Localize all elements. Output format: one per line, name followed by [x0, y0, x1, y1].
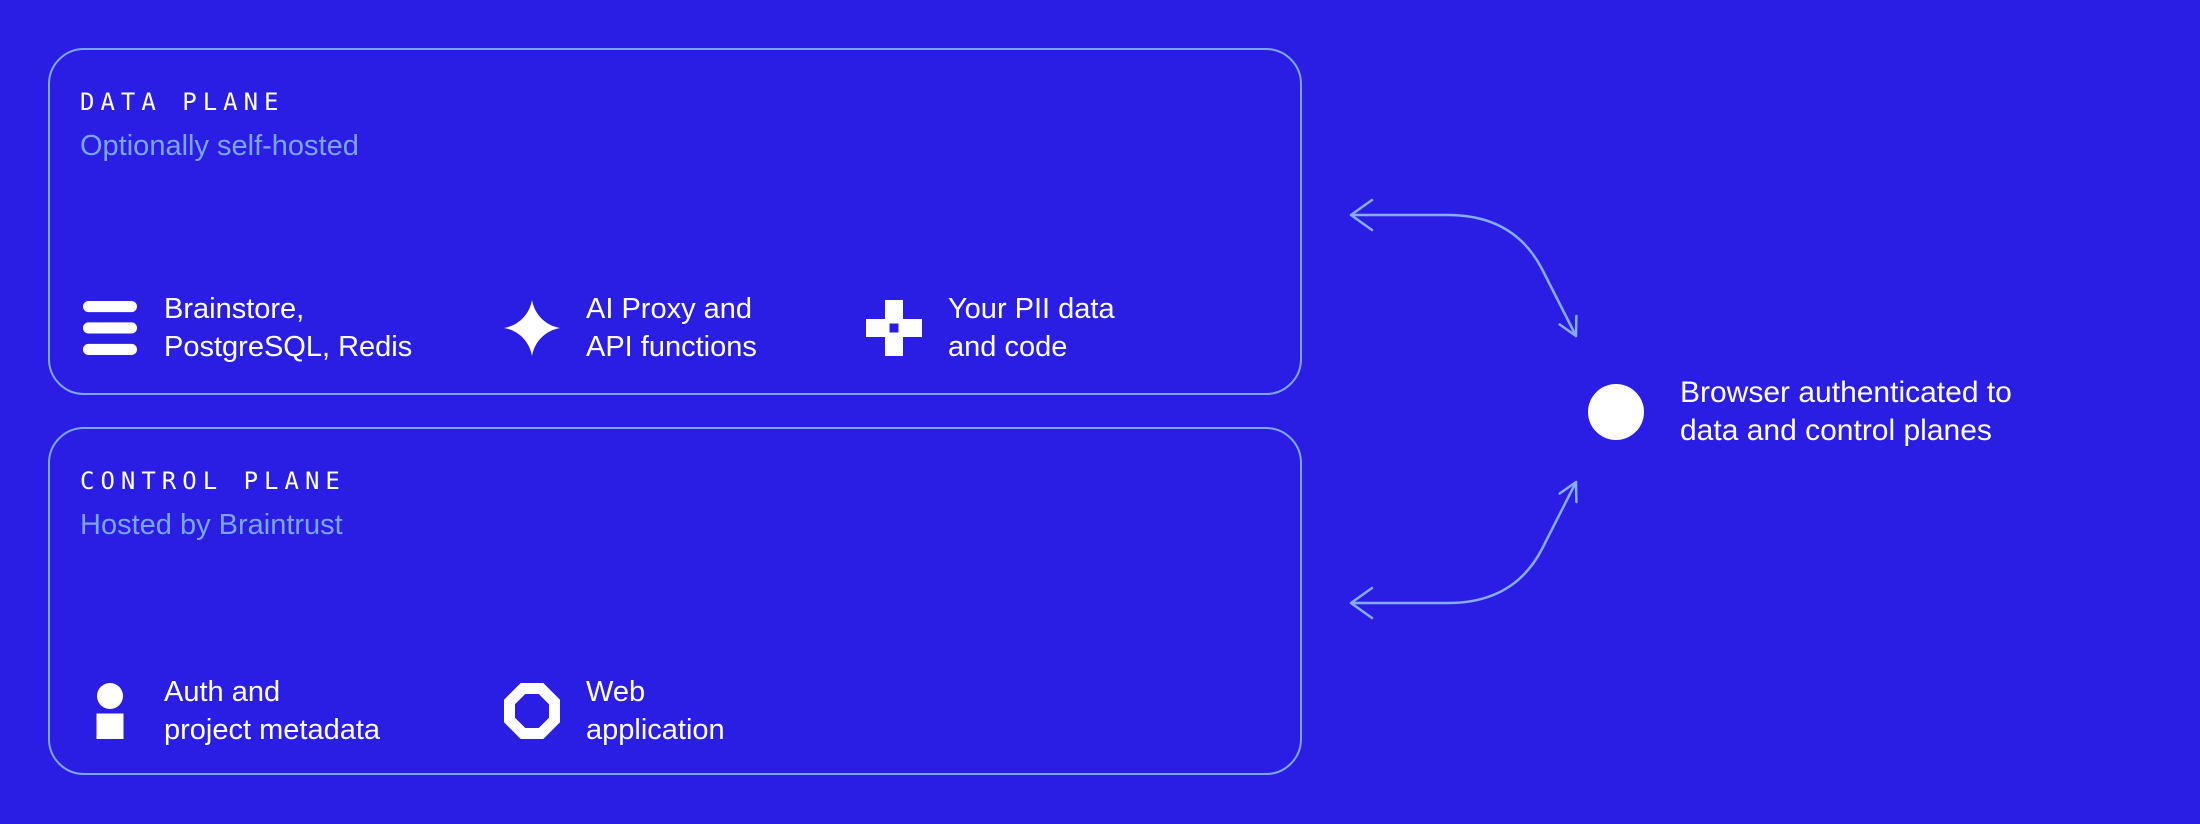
item-web-application: Web application [504, 673, 725, 749]
user-icon [82, 683, 138, 739]
control-plane-box: CONTROL PLANE Hosted by Braintrust Auth … [48, 427, 1302, 775]
arrow-data-plane [1349, 198, 1578, 338]
item-label-line2: PostgreSQL, Redis [164, 331, 413, 363]
item-label-line2: application [586, 714, 725, 746]
item-label-line1: AI Proxy and [586, 293, 753, 325]
data-plane-title: DATA PLANE [80, 88, 285, 116]
item-brainstore: Brainstore, PostgreSQL, Redis [82, 290, 412, 366]
item-label-line2: and code [948, 331, 1068, 363]
item-label-line1: Web [586, 676, 646, 708]
data-plane-subtitle: Optionally self-hosted [80, 130, 359, 162]
control-plane-title: CONTROL PLANE [80, 467, 346, 495]
item-label: Web application [586, 673, 725, 749]
item-label-line1: Auth and [164, 676, 281, 708]
stack-icon [82, 300, 138, 356]
item-label-line2: API functions [586, 331, 757, 363]
item-auth-metadata: Auth and project metadata [82, 673, 380, 749]
item-label: AI Proxy and API functions [586, 290, 757, 366]
plus-icon [866, 300, 922, 356]
browser-note-line2: data and control planes [1680, 414, 1992, 447]
octagon-icon [504, 683, 560, 739]
control-plane-subtitle: Hosted by Braintrust [80, 509, 343, 541]
sparkle-icon [504, 300, 560, 356]
data-plane-box: DATA PLANE Optionally self-hosted Brains… [48, 48, 1302, 395]
browser-note-line1: Browser authenticated to [1680, 376, 2012, 409]
item-label: Your PII data and code [948, 290, 1115, 366]
item-ai-proxy: AI Proxy and API functions [504, 290, 757, 366]
circle-icon [1588, 384, 1644, 440]
item-label: Auth and project metadata [164, 673, 380, 749]
item-label-line2: project metadata [164, 714, 381, 746]
item-pii-data: Your PII data and code [866, 290, 1115, 366]
browser-note: Browser authenticated to data and contro… [1680, 374, 2012, 450]
item-label-line1: Brainstore, [164, 293, 305, 325]
item-label-line1: Your PII data [948, 293, 1115, 325]
item-label: Brainstore, PostgreSQL, Redis [164, 290, 412, 366]
arrow-control-plane [1349, 480, 1578, 620]
